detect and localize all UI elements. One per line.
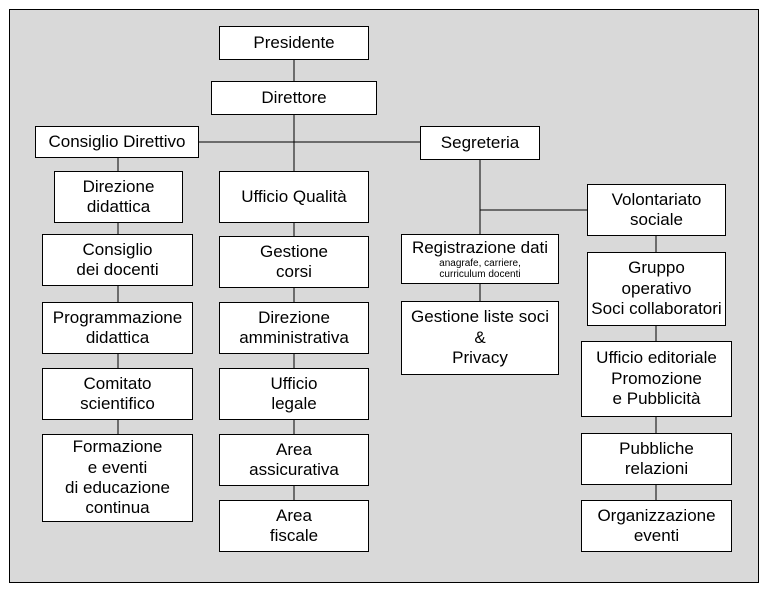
- box-label-line: Direttore: [261, 87, 327, 107]
- box-label-line: didattica: [86, 197, 151, 216]
- box-sublabel-line: curriculum docenti: [439, 269, 521, 281]
- box-direttore: Direttore: [211, 81, 377, 115]
- box-label-line: scientifico: [80, 394, 155, 413]
- box-segreteria: Segreteria: [420, 126, 540, 160]
- box-presidente: Presidente: [219, 26, 369, 60]
- box-label-line: amministrativa: [239, 328, 349, 347]
- box-label-line: legale: [271, 394, 317, 413]
- box-label-line: Volontariato: [611, 189, 702, 209]
- box-label-line: sociale: [630, 210, 683, 229]
- box-label-line: continua: [85, 498, 150, 518]
- box-label-line: didattica: [85, 328, 150, 347]
- box-label-line: dei docenti: [76, 260, 159, 279]
- box-label-line: Gestione: [259, 241, 329, 261]
- box-label-line: Segreteria: [440, 132, 520, 152]
- box-label-line: Privacy: [452, 348, 508, 368]
- box-label-line: Ufficio Qualità: [241, 186, 347, 206]
- box-consiglio-direttivo: Consiglio Direttivo: [35, 126, 199, 158]
- box-label-line: Soci collaboratori: [591, 299, 722, 319]
- box-label-line: di educazione: [65, 478, 170, 497]
- box-sublabel-line: anagrafe, carriere,: [439, 258, 521, 270]
- box-label-line: Comitato: [83, 373, 152, 393]
- box-label-line: fiscale: [269, 526, 319, 545]
- box-gestione-liste-soci: Gestione liste soci&Privacy: [401, 301, 559, 375]
- box-label-line: Direzione: [82, 176, 155, 196]
- box-label-line: e Pubblicità: [612, 389, 701, 409]
- box-label-line: corsi: [276, 262, 312, 281]
- box-label-line: assicurativa: [249, 460, 339, 479]
- box-label-line: Consiglio Direttivo: [48, 131, 186, 151]
- box-label-line: Consiglio: [82, 239, 153, 259]
- box-label-line: Gestione liste soci: [411, 307, 549, 327]
- box-label-line: Formazione: [72, 437, 163, 457]
- box-label-line: Area: [276, 439, 312, 459]
- box-label-line: Registrazione dati: [411, 237, 549, 257]
- box-ufficio-qualita: Ufficio Qualità: [219, 171, 369, 223]
- box-label-line: operativo: [621, 278, 692, 298]
- box-label-line: Programmazione: [52, 307, 183, 327]
- box-label-line: Pubbliche: [619, 438, 694, 458]
- box-label-line: Direzione: [258, 307, 330, 327]
- box-label-line: &: [474, 327, 486, 347]
- box-label-line: relazioni: [624, 459, 689, 478]
- box-label-line: Area: [276, 505, 312, 525]
- box-label-line: Ufficio: [270, 373, 318, 393]
- box-label-line: e eventi: [87, 457, 148, 477]
- box-label-line: Gruppo: [628, 258, 685, 278]
- box-label-line: eventi: [633, 526, 680, 545]
- box-label-line: Ufficio editoriale: [596, 348, 717, 368]
- box-label-line: Organizzazione: [597, 505, 716, 525]
- box-label-line: Presidente: [253, 32, 335, 52]
- box-label-line: Promozione: [611, 368, 702, 388]
